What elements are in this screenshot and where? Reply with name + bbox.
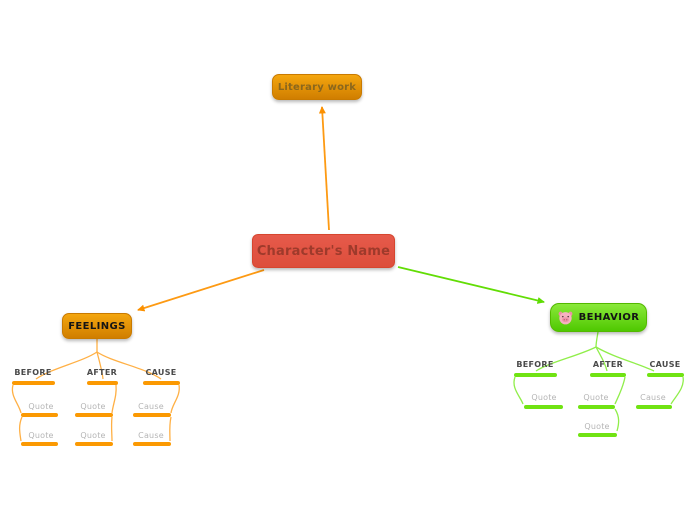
feelings-after-quote-1-bar[interactable] bbox=[75, 413, 113, 417]
behavior-leaf-connectors bbox=[513, 376, 684, 432]
behavior-branch-fan bbox=[535, 331, 655, 372]
feelings-label: FEELINGS bbox=[68, 320, 126, 332]
pig-face-icon bbox=[558, 311, 573, 325]
behavior-cause-leaf-1-bar[interactable] bbox=[636, 405, 672, 409]
character-name-node[interactable]: Character's Name bbox=[252, 234, 395, 268]
behavior-node[interactable]: BEHAVIOR bbox=[550, 303, 647, 332]
behavior-cause-label[interactable]: CAUSE bbox=[649, 360, 681, 369]
feelings-before-quote-2-bar[interactable] bbox=[21, 442, 58, 446]
feelings-before-quote-1-bar[interactable] bbox=[21, 413, 58, 417]
behavior-before-quote-1-bar[interactable] bbox=[524, 405, 563, 409]
feelings-cause-label[interactable]: CAUSE bbox=[145, 368, 177, 377]
feelings-leaf-connectors bbox=[11, 384, 180, 442]
feelings-after-quote-2-bar[interactable] bbox=[75, 442, 113, 446]
character-name-label: Character's Name bbox=[256, 243, 391, 259]
feelings-cause-leaf-1-bar[interactable] bbox=[133, 413, 171, 417]
literary-work-node[interactable]: Literary work bbox=[272, 74, 362, 100]
feelings-before-bar[interactable] bbox=[12, 381, 55, 385]
edge-root-to-literary bbox=[318, 106, 330, 231]
feelings-before-quote-1[interactable]: Quote bbox=[28, 402, 54, 411]
behavior-cause-leaf-1[interactable]: Cause bbox=[640, 393, 666, 402]
behavior-after-bar[interactable] bbox=[590, 373, 626, 377]
behavior-after-label[interactable]: AFTER bbox=[592, 360, 624, 369]
feelings-after-quote-1[interactable]: Quote bbox=[80, 402, 106, 411]
feelings-branch-fan bbox=[35, 338, 162, 380]
feelings-after-quote-2[interactable]: Quote bbox=[80, 431, 106, 440]
behavior-cause-bar[interactable] bbox=[647, 373, 684, 377]
feelings-after-bar[interactable] bbox=[87, 381, 118, 385]
feelings-cause-leaf-2[interactable]: Cause bbox=[138, 431, 164, 440]
behavior-before-quote-1[interactable]: Quote bbox=[531, 393, 557, 402]
feelings-cause-leaf-1[interactable]: Cause bbox=[138, 402, 164, 411]
behavior-before-bar[interactable] bbox=[514, 373, 557, 377]
behavior-label: BEHAVIOR bbox=[578, 312, 640, 323]
literary-work-label: Literary work bbox=[277, 81, 357, 93]
feelings-before-quote-2[interactable]: Quote bbox=[28, 431, 54, 440]
behavior-after-quote-2-bar[interactable] bbox=[578, 433, 617, 437]
behavior-after-quote-1[interactable]: Quote bbox=[583, 393, 609, 402]
feelings-cause-leaf-2-bar[interactable] bbox=[133, 442, 171, 446]
behavior-after-quote-1-bar[interactable] bbox=[578, 405, 615, 409]
feelings-after-label[interactable]: AFTER bbox=[86, 368, 118, 377]
edge-root-to-feelings bbox=[137, 269, 265, 312]
feelings-before-label[interactable]: BEFORE bbox=[14, 368, 52, 377]
behavior-before-label[interactable]: BEFORE bbox=[516, 360, 554, 369]
feelings-node[interactable]: FEELINGS bbox=[62, 313, 132, 339]
behavior-after-quote-2[interactable]: Quote bbox=[584, 422, 610, 431]
edge-root-to-behavior bbox=[397, 266, 545, 304]
feelings-cause-bar[interactable] bbox=[143, 381, 180, 385]
